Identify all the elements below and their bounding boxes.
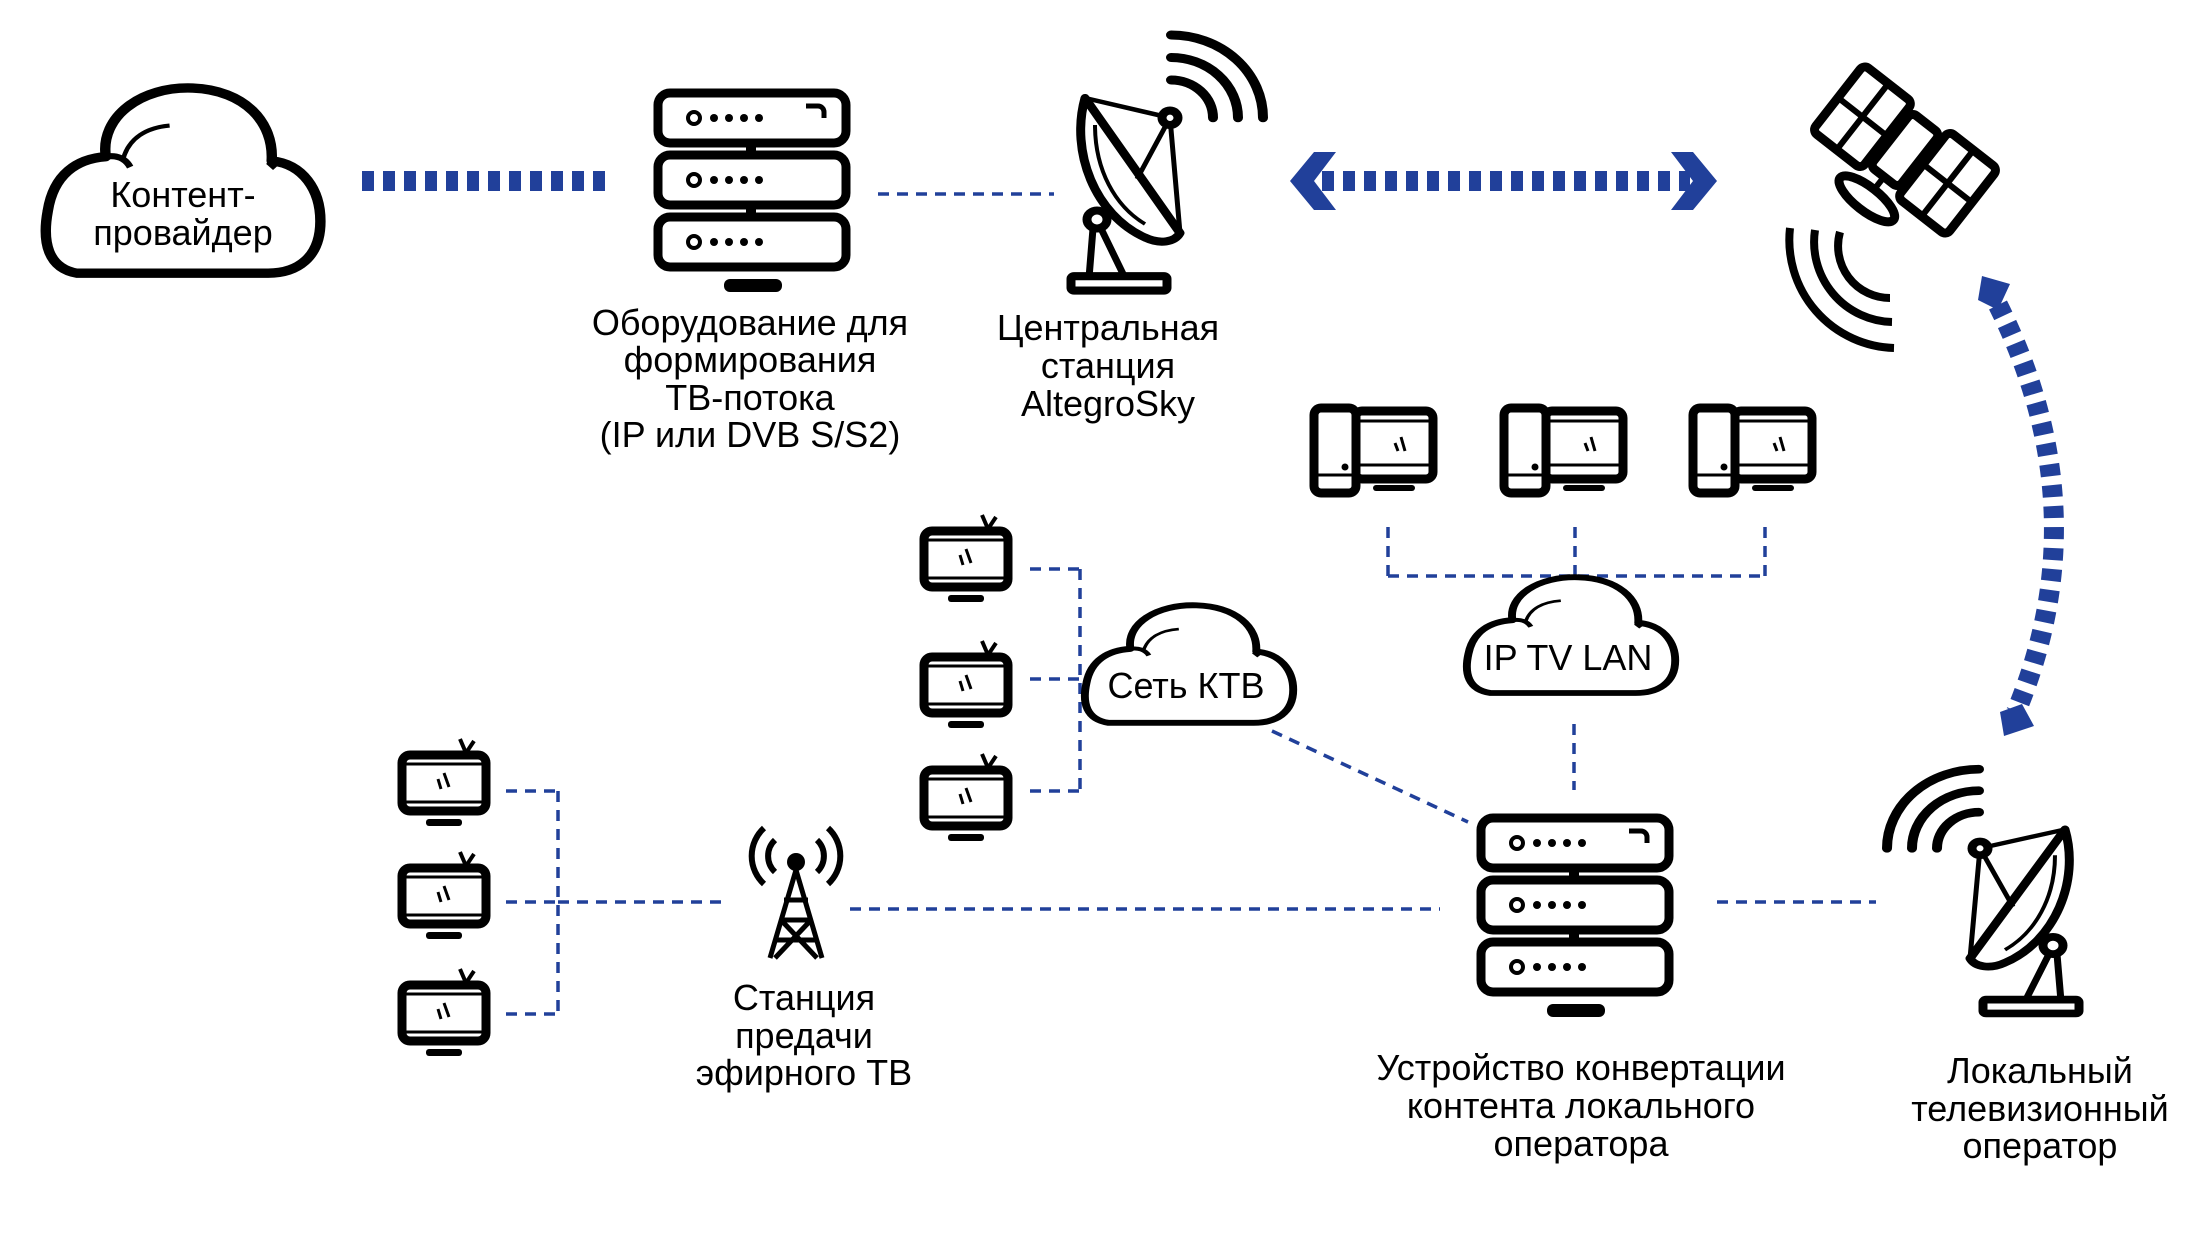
central-station-label: Центральная xyxy=(997,307,1219,348)
ktv-network-label: Сеть КТВ xyxy=(1107,665,1264,706)
stream-equipment-label: Оборудование для xyxy=(592,302,908,343)
tv-icon xyxy=(924,515,1008,602)
satellite-icon xyxy=(1810,62,2000,238)
computer-icon xyxy=(1693,408,1812,493)
link-ktv-converter xyxy=(1271,729,1469,824)
converter-label: контента локального xyxy=(1407,1085,1755,1126)
converter-label: оператора xyxy=(1494,1123,1670,1164)
link-satellite-local-operator xyxy=(1989,300,2064,716)
content-provider-label: провайдер xyxy=(93,212,272,253)
tv-icon xyxy=(924,641,1008,728)
tv-icon xyxy=(402,739,486,826)
central-station-label: станция xyxy=(1041,345,1175,386)
arrowhead-left-icon xyxy=(1290,152,1336,210)
content-provider-label: Контент- xyxy=(110,174,255,215)
arrowhead-up-icon xyxy=(1978,276,2010,310)
central-station-dish-icon xyxy=(1071,35,1263,291)
tv-icon xyxy=(402,852,486,939)
satellite-signal-icon xyxy=(1785,227,1895,352)
arrowhead-right-icon xyxy=(1671,152,1717,210)
link-pcs-iptv xyxy=(1386,527,1767,578)
computer-icon xyxy=(1504,408,1623,493)
connectors xyxy=(362,152,2064,1016)
converter-server-icon xyxy=(1481,818,1669,1017)
broadcast-station-label: Станция xyxy=(733,977,875,1018)
link-tvs-ktv xyxy=(1030,567,1086,793)
local-operator-label: Локальный xyxy=(1947,1050,2133,1091)
central-station-label: AltegroSky xyxy=(1021,383,1195,424)
broadcast-station-label: эфирного ТВ xyxy=(696,1052,912,1093)
local-operator-label: оператор xyxy=(1963,1125,2118,1166)
tv-icon xyxy=(402,969,486,1056)
computer-icon xyxy=(1314,408,1433,493)
stream-equipment-label: (IP или DVB S/S2) xyxy=(600,414,901,455)
broadcast-station-label: предачи xyxy=(735,1015,873,1056)
tv-icon xyxy=(924,754,1008,841)
iptv-lan-label: IP TV LAN xyxy=(1484,637,1653,678)
local-operator-dish-icon xyxy=(1887,769,2079,1013)
link-tvs-tower xyxy=(506,789,725,1016)
local-operator-label: телевизионный xyxy=(1911,1088,2169,1129)
arrowhead-down-icon xyxy=(2000,704,2034,736)
stream-equipment-server-icon xyxy=(658,93,846,292)
radio-tower-icon xyxy=(748,825,844,960)
stream-equipment-label: формирования xyxy=(624,339,877,380)
stream-equipment-label: ТВ-потока xyxy=(665,377,835,418)
converter-label: Устройство конвертации xyxy=(1376,1047,1785,1088)
